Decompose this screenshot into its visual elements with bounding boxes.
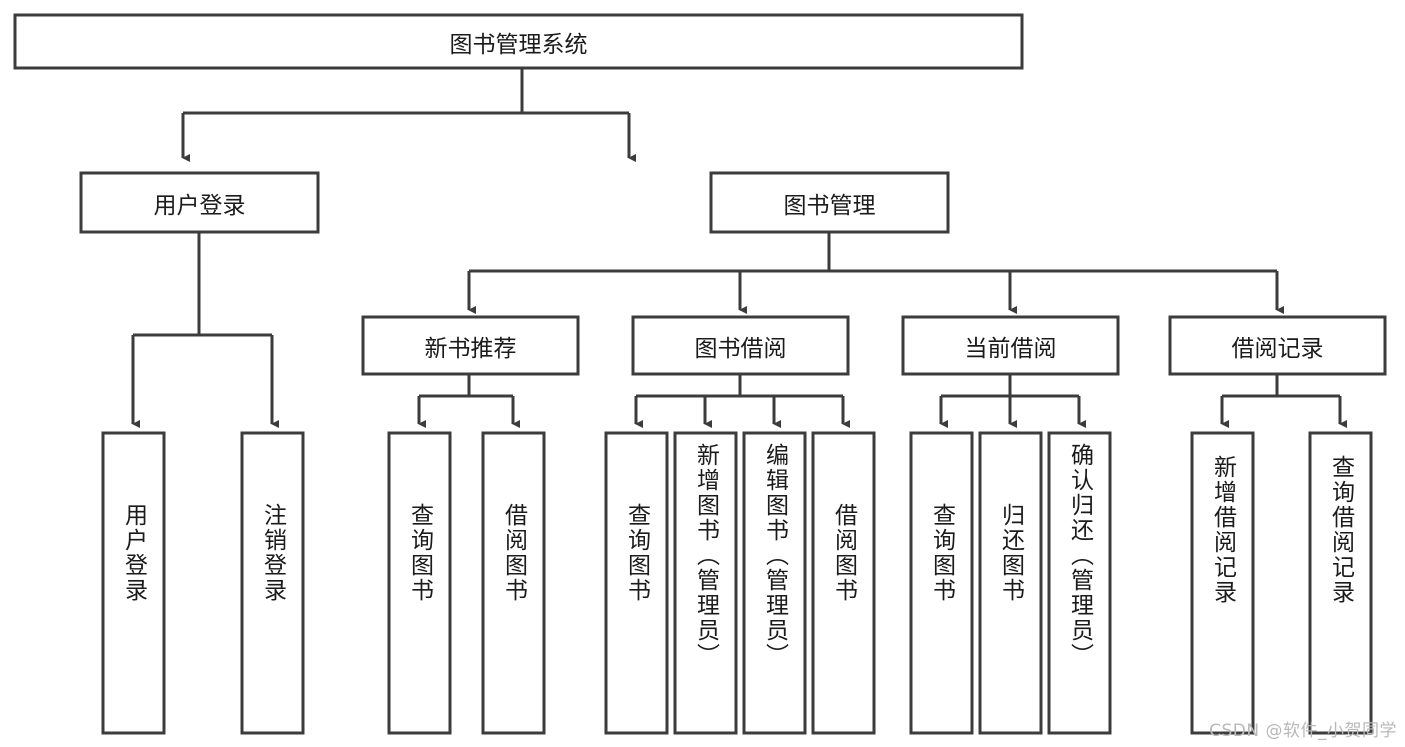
edge-group-user-login xyxy=(131,232,279,428)
node-box-leaf-borrow-book-2[interactable] xyxy=(811,431,876,735)
edge-group-current-borrow xyxy=(939,374,1086,428)
edge-group-borrow-record xyxy=(1220,374,1347,428)
node-box-leaf-query-book-3[interactable] xyxy=(909,431,974,735)
node-box-leaf-query-book-2[interactable] xyxy=(604,431,669,735)
edge-group-book-borrow xyxy=(634,374,850,428)
edge-group-root xyxy=(181,68,636,162)
edge-group-new-book-rec xyxy=(417,374,520,428)
node-box-book-manage[interactable] xyxy=(709,171,950,234)
node-box-leaf-confirm-return[interactable] xyxy=(1047,431,1112,735)
node-box-leaf-edit-book[interactable] xyxy=(742,431,807,735)
node-box-borrow-record[interactable] xyxy=(1168,315,1387,376)
node-box-leaf-borrow-book-1[interactable] xyxy=(481,431,546,735)
node-box-current-borrow[interactable] xyxy=(901,315,1120,376)
node-box-user-login[interactable] xyxy=(79,171,320,234)
node-box-root[interactable] xyxy=(13,13,1024,70)
node-box-leaf-add-book[interactable] xyxy=(673,431,738,735)
node-box-leaf-user-login[interactable] xyxy=(101,431,166,735)
node-box-leaf-add-record[interactable] xyxy=(1190,431,1255,735)
edge-group-book-manage xyxy=(467,232,1284,314)
node-box-book-borrow[interactable] xyxy=(631,315,850,376)
node-box-leaf-user-logout[interactable] xyxy=(240,431,305,735)
watermark-text: CSDN @软件_小贺同学 xyxy=(1209,721,1397,741)
node-box-leaf-return-book[interactable] xyxy=(978,431,1043,735)
node-box-new-book-rec[interactable] xyxy=(361,315,580,376)
node-box-leaf-query-book-1[interactable] xyxy=(387,431,452,735)
node-box-leaf-query-record[interactable] xyxy=(1308,431,1373,735)
